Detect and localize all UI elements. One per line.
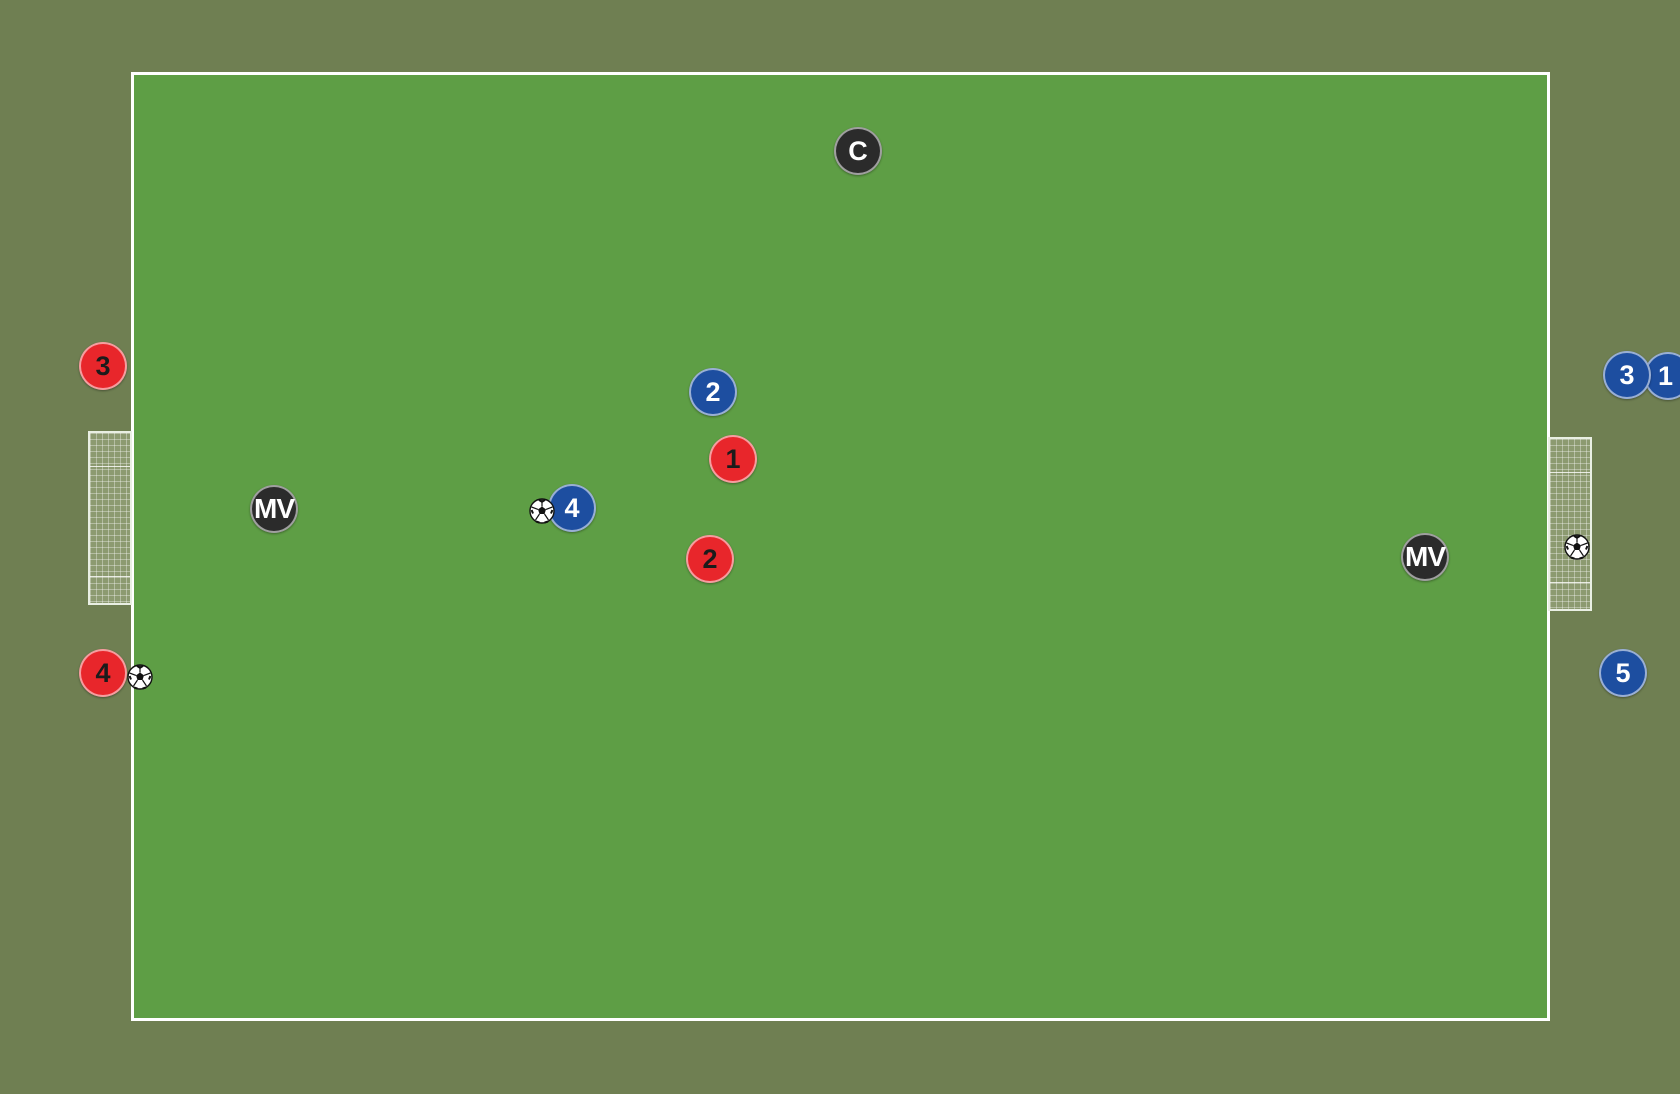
goalkeeper-right-token[interactable]: MV xyxy=(1401,533,1449,581)
red-player-4[interactable]: 4 xyxy=(79,649,127,697)
blue-player-label: 1 xyxy=(1658,360,1674,391)
red-player-label: 3 xyxy=(95,350,111,381)
red-player-1[interactable]: 1 xyxy=(709,435,757,483)
goalkeeper-left-label: MV xyxy=(254,493,295,524)
coach-label: C xyxy=(848,135,868,166)
blue-player-3[interactable]: 3 xyxy=(1603,351,1651,399)
soccer-ball-icon xyxy=(1564,534,1590,560)
goalkeeper-left-token[interactable]: MV xyxy=(250,485,298,533)
blue-player-5[interactable]: 5 xyxy=(1599,649,1647,697)
red-player-label: 1 xyxy=(725,443,741,474)
soccer-ball-icon xyxy=(529,498,555,524)
goal-left xyxy=(88,431,132,605)
red-player-label: 4 xyxy=(95,657,111,688)
red-player-2[interactable]: 2 xyxy=(686,535,734,583)
blue-player-label: 3 xyxy=(1619,359,1635,390)
blue-player-label: 4 xyxy=(564,492,580,523)
pitch xyxy=(131,72,1550,1021)
goalkeeper-right-label: MV xyxy=(1405,541,1446,572)
blue-player-2[interactable]: 2 xyxy=(689,368,737,416)
coach-token[interactable]: C xyxy=(834,127,882,175)
soccer-ball-icon xyxy=(127,664,153,690)
blue-player-label: 2 xyxy=(705,376,721,407)
red-player-label: 2 xyxy=(702,543,718,574)
blue-player-label: 5 xyxy=(1615,657,1631,688)
red-player-3[interactable]: 3 xyxy=(79,342,127,390)
goal-right xyxy=(1548,437,1592,611)
blue-player-4[interactable]: 4 xyxy=(548,484,596,532)
